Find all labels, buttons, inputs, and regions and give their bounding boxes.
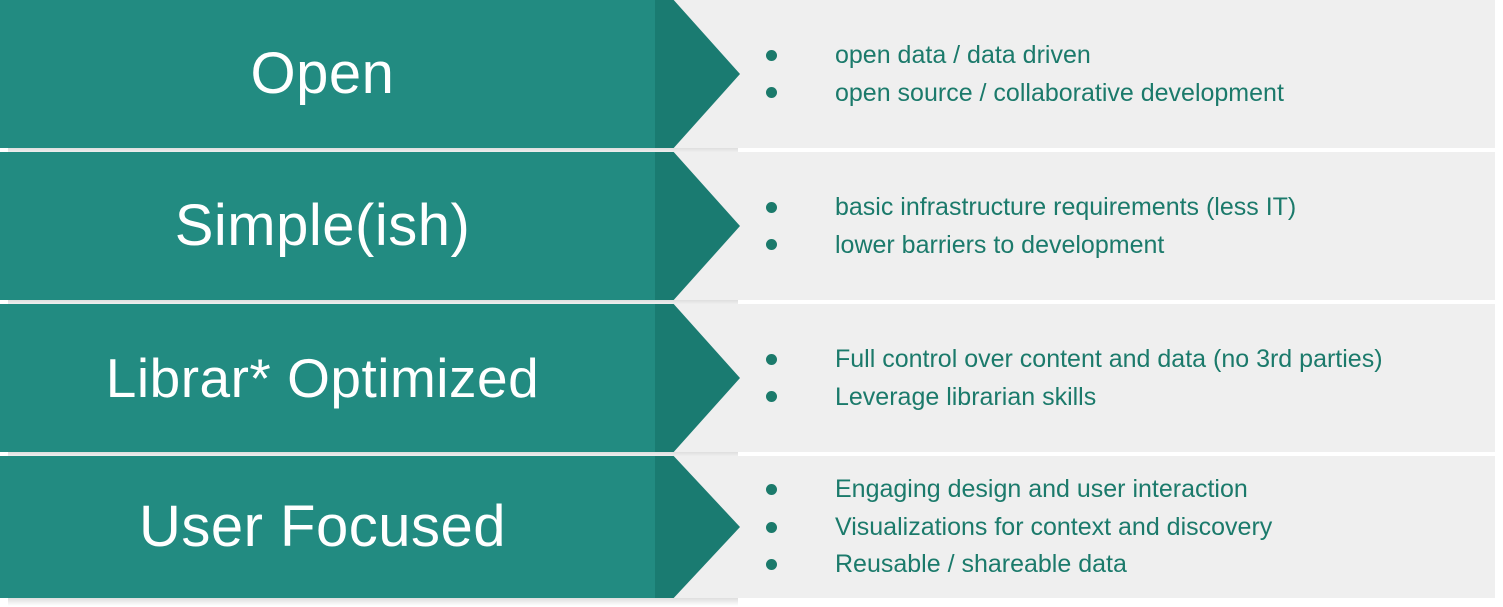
arrow-body xyxy=(0,0,657,148)
arrow-drop-shadow xyxy=(8,598,738,606)
list-item-label: Reusable / shareable data xyxy=(835,550,1127,579)
list-item: open data / data driven xyxy=(752,40,1487,71)
list-item: Leverage librarian skills xyxy=(752,382,1487,413)
bullet-dot-icon xyxy=(766,353,777,365)
list-item-label: open source / collaborative development xyxy=(835,78,1284,107)
list-item: basic infrastructure requirements (less … xyxy=(752,192,1487,223)
bullet-dot-icon xyxy=(766,87,777,99)
bullet-dot-icon xyxy=(766,391,777,403)
arrow-row-open: Open open data / data driven open source… xyxy=(0,0,1495,148)
arrow-label: Librar* Optimized xyxy=(105,346,540,409)
list-item-label: Engaging design and user interaction xyxy=(835,475,1248,504)
list-item-label: basic infrastructure requirements (less … xyxy=(835,193,1297,221)
bullet-dot-icon xyxy=(766,484,777,495)
list-item-label: Leverage librarian skills xyxy=(835,382,1097,411)
bullet-list: Full control over content and data (no 3… xyxy=(752,304,1487,452)
list-item: Engaging design and user interaction xyxy=(752,474,1487,505)
list-item: open source / collaborative development xyxy=(752,78,1487,109)
list-item-label: open data / data driven xyxy=(835,41,1091,69)
bullet-list: Engaging design and user interaction Vis… xyxy=(752,456,1487,598)
arrow-body xyxy=(0,152,657,300)
arrow-label: Open xyxy=(250,41,395,106)
arrow-row-librar-optimized: Librar* Optimized Full control over cont… xyxy=(0,304,1495,452)
bullet-dot-icon xyxy=(766,49,777,61)
list-item: lower barriers to development xyxy=(752,230,1487,261)
arrow-label: User Focused xyxy=(138,494,507,559)
arrow-label: Simple(ish) xyxy=(174,193,471,258)
bullet-dot-icon xyxy=(766,559,777,570)
bullet-list: open data / data driven open source / co… xyxy=(752,0,1487,148)
list-item-label: lower barriers to development xyxy=(835,230,1165,259)
list-item: Reusable / shareable data xyxy=(752,549,1487,580)
bullet-list: basic infrastructure requirements (less … xyxy=(752,152,1487,300)
bullet-dot-icon xyxy=(766,239,777,251)
bullet-dot-icon xyxy=(766,521,777,533)
arrow-body xyxy=(0,456,657,598)
list-item: Full control over content and data (no 3… xyxy=(752,344,1487,375)
arrow-row-user-focused: User Focused Engaging design and user in… xyxy=(0,456,1495,598)
list-item-label: Visualizations for context and discovery xyxy=(835,512,1273,541)
bullet-dot-icon xyxy=(766,201,777,213)
arrow-row-simpleish: Simple(ish) basic infrastructure require… xyxy=(0,152,1495,300)
arrow-body xyxy=(0,304,657,452)
list-item-label: Full control over content and data (no 3… xyxy=(835,345,1383,373)
list-item: Visualizations for context and discovery xyxy=(752,512,1487,543)
